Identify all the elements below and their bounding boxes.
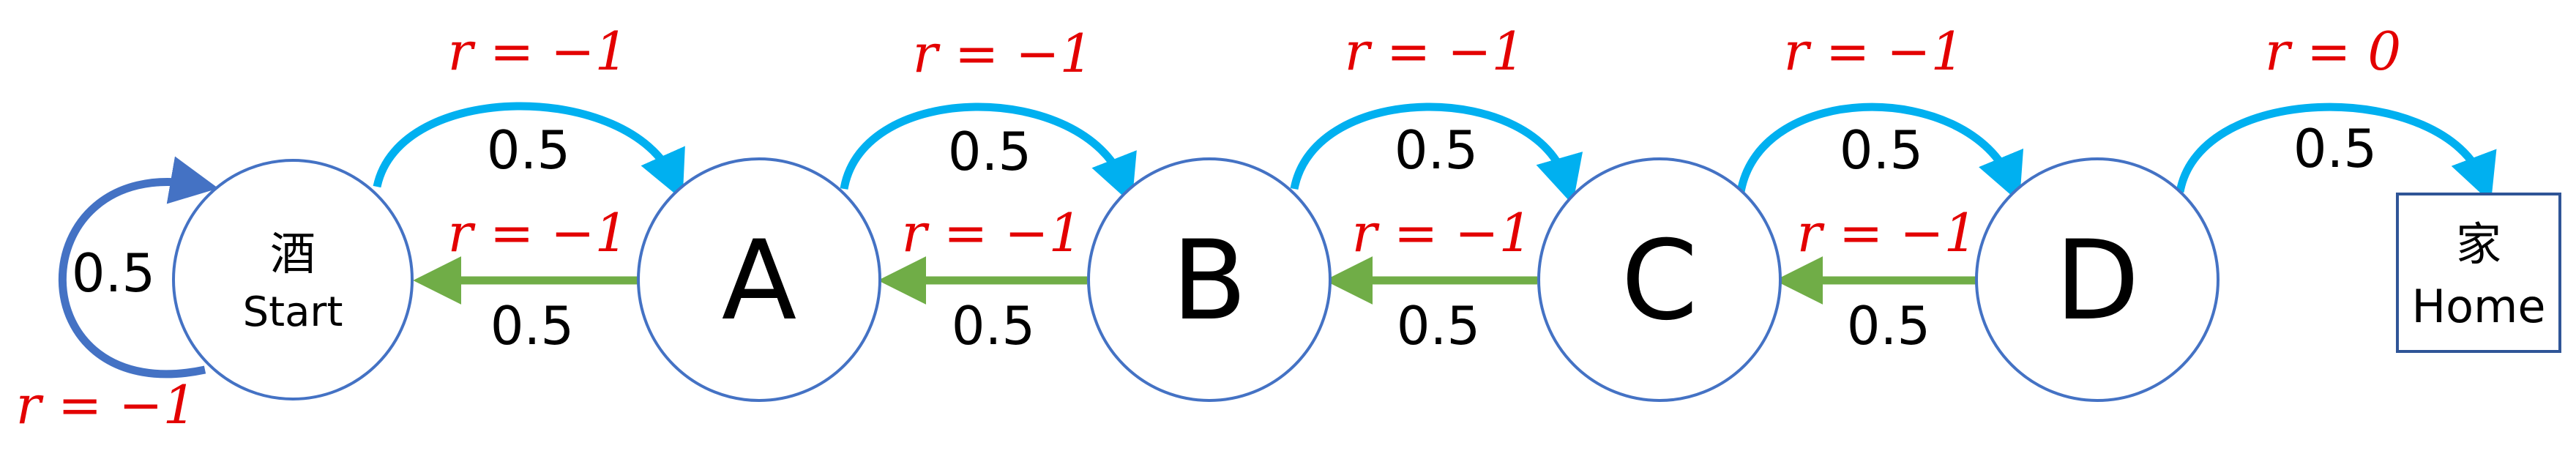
node-d xyxy=(1975,157,2220,402)
prob-a-b: 0.5 xyxy=(948,121,1032,182)
reward-d-c: r = −1 xyxy=(1797,202,1978,264)
reward-a-b: r = −1 xyxy=(913,23,1094,84)
reward-c-b: r = −1 xyxy=(1352,202,1533,264)
node-home-symbol: 家 xyxy=(2456,217,2501,271)
self-loop-reward: r = −1 xyxy=(16,374,197,436)
node-start-label: Start xyxy=(243,288,343,336)
arc-d-to-home xyxy=(2176,102,2497,203)
self-loop-prob: 0.5 xyxy=(72,242,156,304)
node-start-symbol: 酒 xyxy=(270,227,316,280)
prob-d-home: 0.5 xyxy=(2293,118,2378,179)
node-start xyxy=(172,159,414,400)
prob-c-b: 0.5 xyxy=(1397,295,1481,357)
reward-b-a: r = −1 xyxy=(902,202,1083,264)
reward-c-d: r = −1 xyxy=(1784,20,1965,82)
node-d-label: D xyxy=(2055,217,2140,345)
reward-d-home: r = 0 xyxy=(2265,20,2401,82)
prob-a-start: 0.5 xyxy=(490,295,575,357)
reward-start-a: r = −1 xyxy=(448,20,629,82)
node-a-label: A xyxy=(722,217,797,345)
prob-d-c: 0.5 xyxy=(1847,295,1931,357)
node-home xyxy=(2396,193,2561,353)
arc-c-to-d xyxy=(1736,102,2023,203)
node-b xyxy=(1087,157,1332,402)
node-b-label: B xyxy=(1172,217,1247,345)
reward-a-start: r = −1 xyxy=(448,202,629,264)
node-c xyxy=(1537,157,1782,402)
arc-start-to-a xyxy=(373,102,685,201)
arc-b-to-c xyxy=(1290,102,1583,205)
node-home-label: Home xyxy=(2411,280,2545,333)
prob-c-d: 0.5 xyxy=(1840,119,1924,181)
prob-start-a: 0.5 xyxy=(487,119,571,181)
node-a xyxy=(637,157,881,402)
arc-a-to-b xyxy=(840,102,1137,204)
reward-b-c: r = −1 xyxy=(1345,20,1526,82)
self-loop-arrow xyxy=(58,156,219,379)
node-c-label: C xyxy=(1621,217,1698,345)
prob-b-c: 0.5 xyxy=(1395,119,1479,181)
prob-b-a: 0.5 xyxy=(952,295,1036,357)
